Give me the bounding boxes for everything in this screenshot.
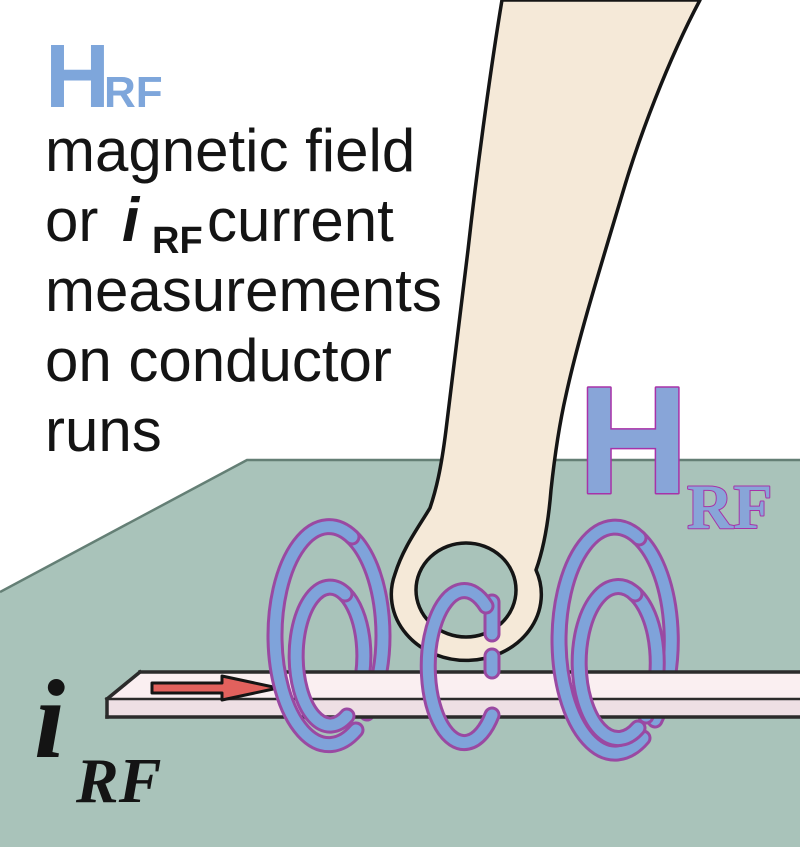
current-label-block: i RF (34, 658, 161, 816)
heading-line-3: measurements (45, 257, 442, 324)
field-label-rf-subscript: RF (687, 471, 772, 542)
field-label-h: H (578, 355, 689, 526)
heading-line-4: on conductor (45, 327, 392, 394)
heading-line-5: runs (45, 397, 162, 464)
circuit-board-edge (0, 458, 800, 594)
heading-line-2-i-subscript: RF (152, 220, 203, 262)
heading-line-2-current: current (207, 187, 394, 254)
heading-h-subscript: RF (104, 68, 163, 117)
heading-line-1: magnetic field (45, 117, 415, 184)
current-label-rf-subscript: RF (75, 745, 161, 816)
current-direction-arrow (150, 674, 280, 702)
current-label-i: i (34, 658, 65, 782)
probe-body (389, 0, 702, 663)
heading-line-2-or: or (45, 187, 98, 254)
heading-h: H (45, 27, 110, 127)
trace-front-face (107, 699, 800, 717)
heading-line-2-i: i (122, 186, 141, 255)
heading-block: H RF magnetic field or i RF current meas… (45, 27, 442, 464)
